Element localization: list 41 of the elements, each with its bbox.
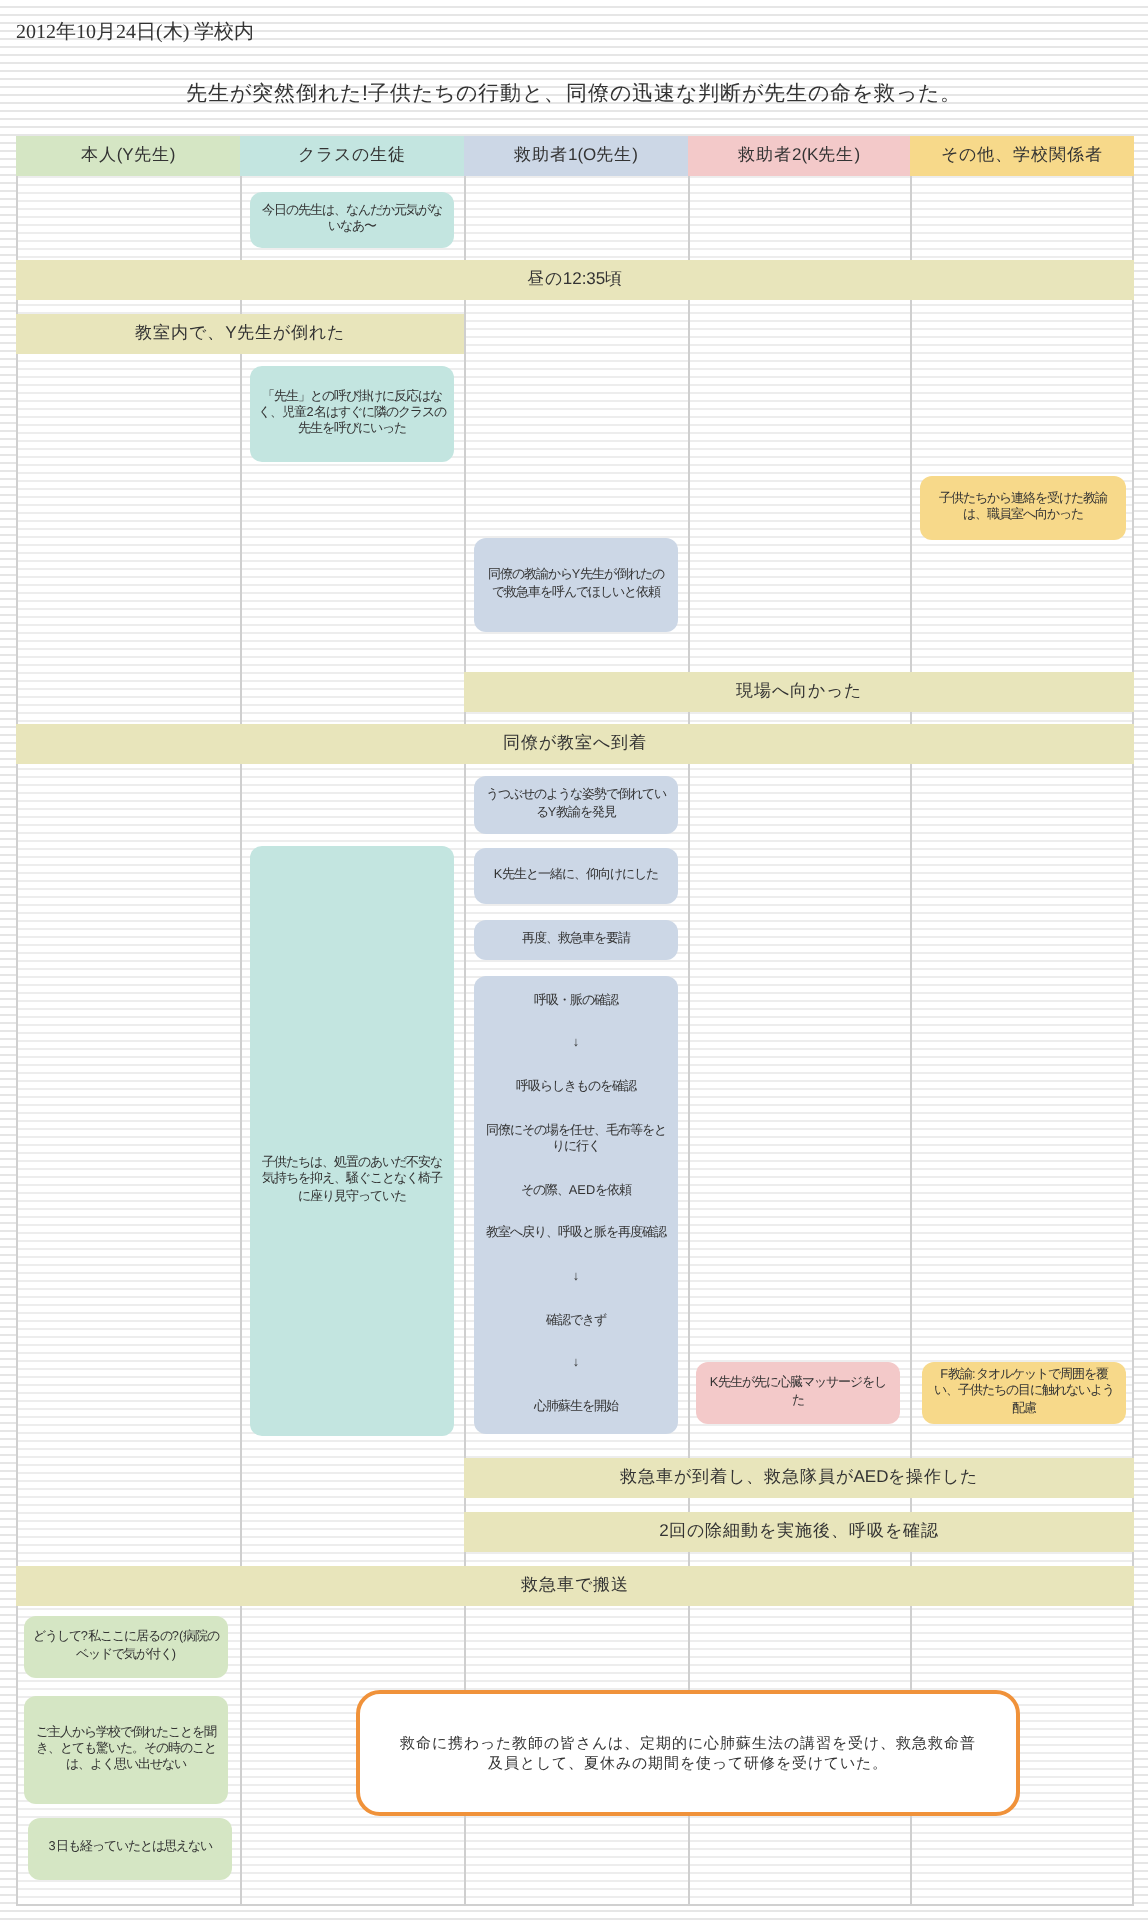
- step-box: [696, 1362, 900, 1424]
- box-text: 救急車が到着し、救急隊員がAEDを操作した: [619, 1466, 979, 1490]
- box-text: 昼の12:35頃: [526, 268, 624, 292]
- box-text: 現場へ向かった: [736, 680, 862, 704]
- step-box: [24, 1696, 228, 1804]
- phase-band: [464, 672, 1134, 712]
- step-box: [250, 192, 454, 248]
- phase-band: [16, 260, 1134, 300]
- diagram-title: 先生が突然倒れた!子供たちの行動と、同僚の迅速な判断が先生の命を救った。: [184, 80, 964, 108]
- lane-title: 本人(Y先生): [80, 144, 176, 168]
- phase-band: [16, 1566, 1134, 1606]
- lane-header: [688, 136, 910, 176]
- step-box: [922, 1362, 1126, 1424]
- lane-title: クラスの生徒: [298, 144, 406, 168]
- phase-band: [464, 1512, 1134, 1552]
- step-box: [920, 476, 1126, 540]
- step-box: [474, 538, 678, 632]
- lane-title: その他、学校関係者: [941, 144, 1103, 168]
- lane-title: 救助者2(K先生): [737, 144, 861, 168]
- lane-title: 救助者1(O先生): [514, 144, 638, 168]
- lane-header: [464, 136, 688, 176]
- step-box: [250, 366, 454, 462]
- step-box: [24, 1616, 228, 1678]
- step-box: [474, 848, 678, 904]
- box-text: 2回の除細動を実施後、呼吸を確認: [659, 1520, 939, 1544]
- step-box: [28, 1818, 232, 1880]
- step-box: [474, 976, 678, 1434]
- lane-header: [910, 136, 1134, 176]
- box-text: 救急車で搬送: [521, 1574, 629, 1598]
- lane-header: [16, 136, 240, 176]
- step-box: [474, 776, 678, 834]
- phase-band: [464, 1458, 1134, 1498]
- phase-band: [16, 724, 1134, 764]
- note-box: [356, 1690, 1020, 1816]
- step-box: [250, 846, 454, 1436]
- step-box: [474, 920, 678, 960]
- box-text: 同僚が教室へ到着: [503, 732, 647, 756]
- box-text: 教室内で、Y先生が倒れた: [135, 322, 345, 346]
- date-location-text: 2012年10月24日(木) 学校内: [16, 19, 255, 46]
- phase-band: [16, 314, 464, 354]
- lane-header: [240, 136, 464, 176]
